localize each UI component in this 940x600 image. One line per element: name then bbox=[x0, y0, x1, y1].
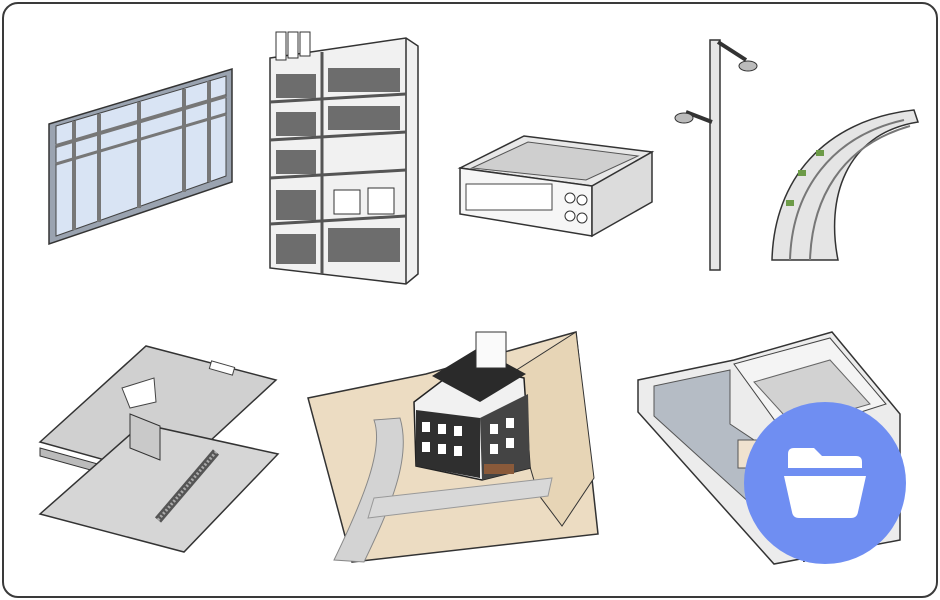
window-wall-icon bbox=[48, 67, 233, 246]
stove-appliance-icon bbox=[457, 135, 655, 238]
building-floors-icon bbox=[38, 345, 280, 553]
building-site-model[interactable] bbox=[304, 328, 614, 566]
curved-road-model[interactable] bbox=[764, 100, 924, 272]
street-lamp-icon bbox=[674, 39, 758, 271]
appliance-model[interactable] bbox=[452, 132, 660, 244]
curved-road-icon bbox=[771, 109, 919, 261]
street-lamp-model[interactable] bbox=[672, 34, 764, 274]
open-folder-icon bbox=[784, 448, 866, 518]
building-floors-model[interactable] bbox=[34, 338, 284, 558]
bookshelf-model[interactable] bbox=[266, 28, 426, 290]
building-site-icon bbox=[307, 331, 599, 563]
bookshelf-icon bbox=[269, 31, 419, 285]
open-folder-button[interactable] bbox=[744, 402, 906, 564]
window-wall-model[interactable] bbox=[44, 64, 244, 254]
